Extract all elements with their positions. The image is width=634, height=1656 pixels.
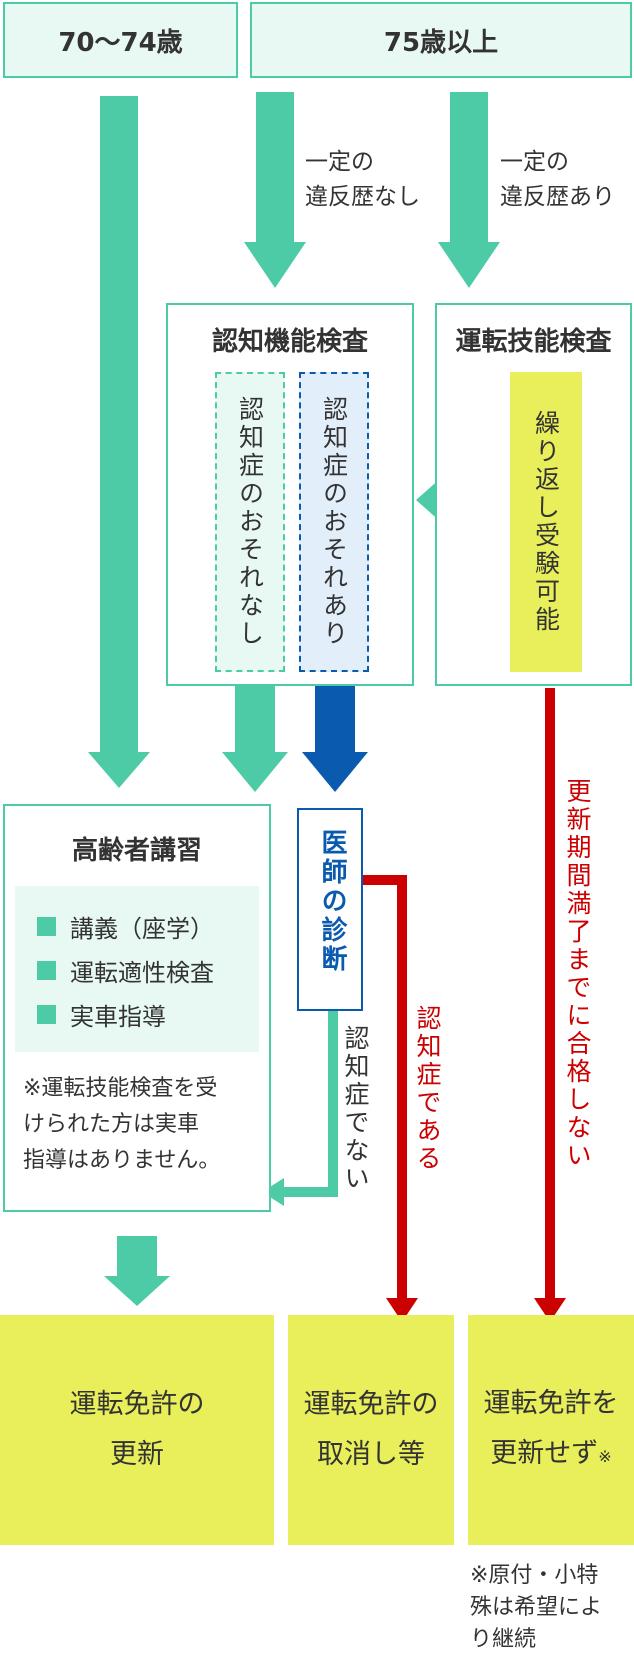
arrow-risk-to-doctor: [302, 672, 368, 792]
list-item: 講義（座学）: [37, 904, 259, 948]
elderly-course-list: 講義（座学） 運転適性検査 実車指導: [15, 886, 259, 1052]
arrow-norisk-to-course: [222, 672, 288, 792]
header-age-70-74: 70〜74歳: [3, 2, 238, 78]
square-bullet-icon: [37, 960, 56, 980]
square-bullet-icon: [37, 1004, 56, 1024]
header-age-70-74-label: 70〜74歳: [58, 27, 183, 58]
driving-skill-test-box: 運転技能検査 繰り返し受験可能: [435, 303, 632, 686]
result-renew: 運転免許の 更新: [0, 1315, 274, 1545]
arrow-dementia-to-cancel: [362, 875, 418, 1322]
label-is-dementia: 認知症である: [413, 1005, 442, 1173]
label-not-dementia: 認知症でない: [341, 1025, 370, 1193]
condition-violation: 一定の 違反歴あり: [500, 149, 615, 210]
doctor-diagnosis-label: 医師の診断: [317, 829, 347, 974]
cognitive-risk: 認知症のおそれあり: [299, 372, 369, 672]
result-no-renew: 運転免許を 更新せず※: [468, 1315, 634, 1545]
list-item: 運転適性検査: [37, 948, 259, 992]
header-age-75-plus: 75歳以上: [250, 2, 632, 78]
elderly-course-note: ※運転技能検査を受 けられた方は実車 指導はありません。: [23, 1076, 221, 1173]
arrow-course-to-renew: [104, 1236, 170, 1306]
arrow-70-to-course: [88, 96, 150, 788]
footnote: ※原付・小特 殊は希望によ り継続: [470, 1563, 603, 1652]
elderly-course-title: 高齢者講習: [71, 836, 202, 866]
arrow-75-to-cognitive: [244, 92, 306, 288]
label-not-passed: 更新期間満了までに合格しない: [563, 778, 592, 1170]
result-cancel: 運転免許の 取消し等: [288, 1315, 454, 1545]
arrow-75-to-driving: [438, 92, 500, 288]
square-bullet-icon: [37, 916, 56, 936]
header-age-75-plus-label: 75歳以上: [383, 27, 499, 58]
arrow-not-dementia-to-course: [262, 1010, 338, 1206]
elderly-course-box: 高齢者講習 講義（座学） 運転適性検査 実車指導 ※運転技能検査を受 けられた方…: [3, 804, 271, 1212]
driving-retake: 繰り返し受験可能: [510, 372, 582, 672]
doctor-diagnosis-box: 医師の診断: [297, 808, 363, 1011]
cognitive-test-title: 認知機能検査: [211, 327, 368, 357]
list-item: 実車指導: [37, 992, 259, 1036]
arrow-notpassed-to-norenew: [534, 688, 566, 1322]
cognitive-no-risk: 認知症のおそれなし: [215, 372, 285, 672]
driving-skill-test-title: 運転技能検査: [455, 327, 612, 357]
cognitive-test-box: 認知機能検査 認知症のおそれなし 認知症のおそれあり: [166, 303, 414, 686]
condition-no-violation: 一定の 違反歴なし: [305, 149, 420, 210]
